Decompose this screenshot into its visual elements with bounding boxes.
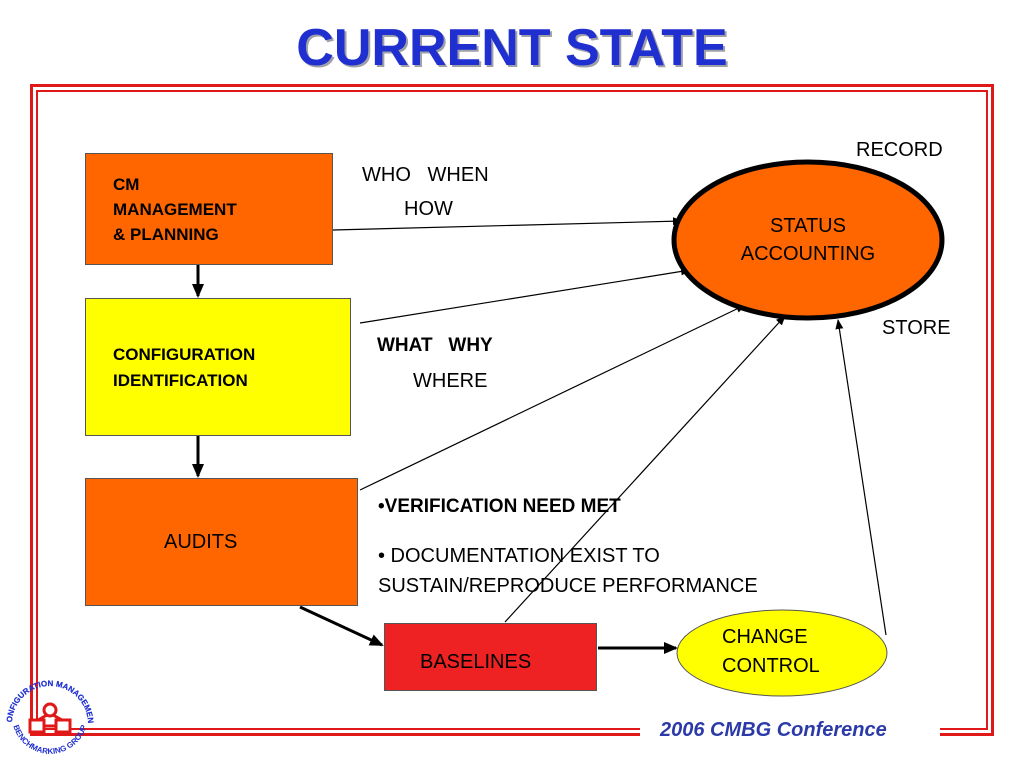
bullet-verification: •VERIFICATION NEED MET [378,496,621,517]
slide-title: CURRENT STATE [296,19,728,77]
svg-text:BENCHMARKING GROUP: BENCHMARKING GROUP [11,723,88,756]
arrow-cm-to-status [332,217,683,231]
label-who-when: WHO WHEN [362,164,489,186]
label-what-why: WHAT WHY [377,335,493,356]
cm-management-label: CM MANAGEMENT & PLANNING [113,175,237,244]
change-control-label: CHANGE CONTROL [722,626,820,677]
configuration-identification-box: CONFIGURATION IDENTIFICATION [85,298,351,436]
change-control-ellipse [676,609,888,697]
cmbg-logo-icon: CONFIGURATION MANAGEMENT BENCHMARKING GR… [0,668,95,756]
logo-text-bottom: BENCHMARKING GROUP [11,723,88,756]
arrow-baselines-to-status [504,315,786,623]
arrow-config-to-status [359,267,691,324]
arrow-audits-to-status [359,304,746,491]
baselines-box: BASELINES [384,623,597,691]
label-store: STORE [882,317,951,339]
baselines-label: BASELINES [420,651,532,673]
label-how: HOW [404,198,453,220]
arrow-audits-to-baselines [299,605,384,647]
slide-frame-inner [36,90,988,730]
arrow-change-to-status [835,319,887,636]
footer-banner: 2006 CMBG Conference [640,717,940,745]
audits-label: AUDITS [164,531,238,553]
label-where: WHERE [413,370,488,392]
audits-box: AUDITS [85,478,358,606]
slide-frame-outer [30,84,994,736]
label-record: RECORD [856,139,943,161]
status-accounting-ellipse [671,159,945,321]
footer-text: 2006 CMBG Conference [660,719,887,741]
configuration-identification-label: CONFIGURATION IDENTIFICATION [113,345,256,390]
status-accounting-label: STATUS ACCOUNTING [740,215,876,265]
bullet-documentation: • DOCUMENTATION EXIST TO SUSTAIN/REPRODU… [378,545,758,597]
cm-management-box: CM MANAGEMENT & PLANNING [85,153,333,265]
